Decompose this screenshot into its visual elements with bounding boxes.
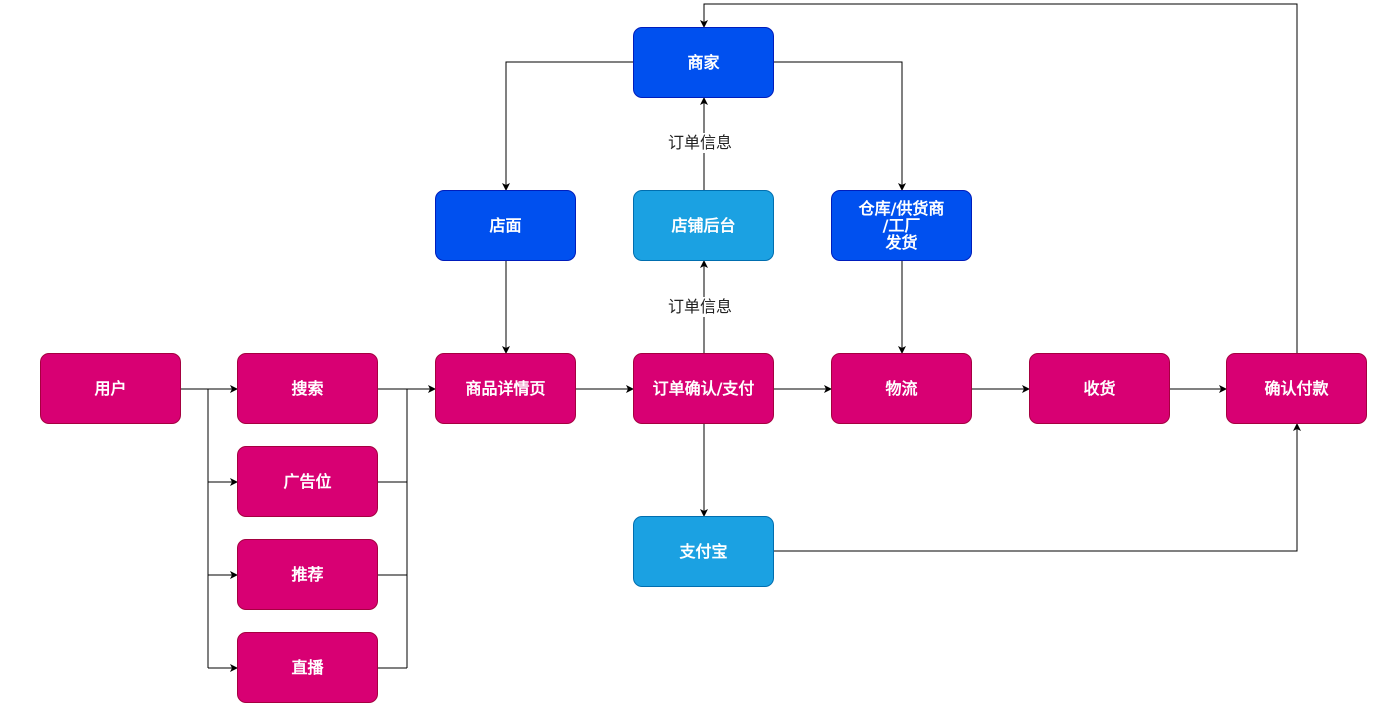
node-live-label: 直播	[291, 658, 324, 677]
node-warehouse-label: 仓库/供货商 /工厂 发货	[858, 199, 945, 252]
node-recommend-label: 推荐	[291, 565, 324, 584]
node-warehouse: 仓库/供货商 /工厂 发货	[831, 190, 972, 261]
node-receive: 收货	[1029, 353, 1170, 424]
node-search-label: 搜索	[291, 379, 324, 398]
node-confirm: 确认付款	[1226, 353, 1367, 424]
node-order: 订单确认/支付	[633, 353, 774, 424]
edge-confirm-merchant	[700, 3, 1298, 353]
node-user-label: 用户	[94, 379, 127, 398]
node-backend: 店铺后台	[633, 190, 774, 261]
node-order-label: 订单确认/支付	[652, 379, 755, 398]
node-recommend: 推荐	[237, 539, 378, 610]
node-receive-label: 收货	[1083, 379, 1116, 398]
node-live: 直播	[237, 632, 378, 703]
node-ad-label: 广告位	[283, 472, 332, 491]
node-alipay-label: 支付宝	[679, 542, 728, 561]
edge-merchant-warehouse	[774, 61, 906, 191]
node-backend-label: 店铺后台	[671, 216, 736, 235]
node-logistics-label: 物流	[885, 379, 918, 398]
node-alipay: 支付宝	[633, 516, 774, 587]
node-detail: 商品详情页	[435, 353, 576, 424]
node-merchant-label: 商家	[687, 53, 720, 72]
edge-label-order-backend: 订单信息	[666, 297, 735, 317]
node-storefront: 店面	[435, 190, 576, 261]
edge-merchant-storefront	[502, 61, 633, 191]
node-logistics: 物流	[831, 353, 972, 424]
edge-alipay-confirm	[774, 423, 1301, 552]
node-storefront-label: 店面	[489, 216, 522, 235]
node-search: 搜索	[237, 353, 378, 424]
node-confirm-label: 确认付款	[1264, 379, 1329, 398]
node-ad: 广告位	[237, 446, 378, 517]
node-merchant: 商家	[633, 27, 774, 98]
edge-label-backend-merchant: 订单信息	[666, 133, 735, 153]
node-user: 用户	[40, 353, 181, 424]
node-detail-label: 商品详情页	[465, 379, 546, 398]
